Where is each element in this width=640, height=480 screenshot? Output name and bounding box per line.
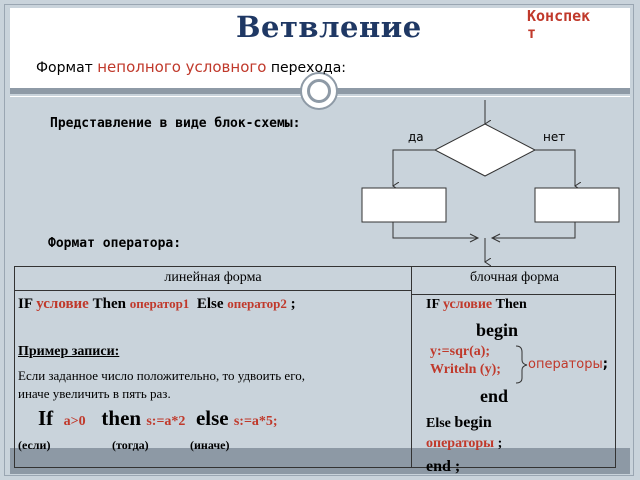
block-else-semicolon: ; — [497, 436, 503, 451]
example-label: Пример записи: — [18, 344, 120, 359]
kw-condition: условие — [36, 296, 89, 312]
ex-stmt1: s:=a*2 — [146, 414, 186, 429]
konspekt-label: Конспект — [527, 7, 591, 42]
table-column-divider — [411, 267, 412, 467]
block-end: end — [480, 386, 509, 406]
footer-band — [10, 448, 630, 474]
table-header-divider-left — [15, 290, 411, 291]
ex-if: If — [38, 406, 54, 430]
block-stmt1: y:=sqr(a); — [430, 344, 491, 359]
table-header-divider — [411, 294, 616, 295]
flowchart-yes-label: да — [408, 130, 424, 144]
block-final-semicolon: ; — [454, 458, 461, 475]
ex-else: else — [195, 406, 229, 430]
block-form-if-line: IF условие Then — [426, 297, 527, 313]
ex-stmt2: s:=a*5; — [233, 414, 278, 429]
block-else-begin: begin — [454, 414, 492, 431]
kw-operator2: оператор2 — [227, 296, 287, 311]
format-highlight: неполного условного — [97, 58, 267, 76]
ex-then: then — [101, 406, 142, 430]
format-suffix: перехода: — [266, 60, 346, 76]
syntax-table: линейная форма блочная форма — [14, 266, 616, 468]
linear-form-syntax: IF условие Then оператор1 Else оператор2… — [18, 296, 296, 313]
gloss-else: (иначе) — [190, 438, 230, 452]
block-stmt2: Writeln (y); — [430, 362, 501, 377]
format-prefix: Формат — [36, 60, 98, 76]
block-kw-if: IF — [426, 297, 440, 312]
operator-caption: Формат оператора: — [48, 236, 182, 251]
kw-operator1: оператор1 — [129, 296, 190, 311]
block-else-operators-line: операторы ; — [426, 436, 502, 452]
kw-semicolon: ; — [290, 296, 296, 312]
kw-then: Then — [92, 296, 126, 312]
kw-if: IF — [18, 296, 33, 312]
block-kw-then: Then — [495, 297, 527, 312]
slide-title: Ветвление — [236, 10, 422, 44]
block-else-line: Else begin — [426, 414, 492, 432]
decorative-circle-icon — [300, 72, 338, 110]
block-operators-semicolon: ; — [602, 357, 608, 372]
flowchart-no-label: нет — [543, 130, 566, 144]
block-kw-condition: условие — [442, 297, 493, 312]
slide-frame — [4, 4, 634, 476]
block-kw-else: Else — [426, 416, 451, 431]
block-operators-label: операторы; — [528, 357, 608, 372]
format-heading: Формат неполного условного перехода: — [36, 58, 346, 76]
example-description-line2: иначе увеличить в пять раз. — [18, 386, 171, 401]
kw-else: Else — [196, 296, 224, 312]
ex-condition: a>0 — [63, 414, 86, 429]
block-final-end: end — [426, 458, 451, 475]
flowchart-caption: Представление в виде блок-схемы: — [50, 116, 301, 131]
example-description-line1: Если заданное число положительно, то удв… — [18, 368, 305, 383]
block-else-operators: операторы — [426, 436, 495, 451]
gloss-then: (тогда) — [112, 438, 149, 452]
example-code: If a>0 then s:=a*2 else s:=a*5; — [38, 406, 278, 431]
block-final-end-line: end ; — [426, 458, 460, 476]
block-form-header: блочная форма — [470, 270, 559, 285]
block-operators-text: операторы — [528, 357, 603, 372]
linear-form-header: линейная форма — [164, 270, 262, 285]
decorative-ring-icon — [307, 79, 331, 103]
gloss-if: (если) — [18, 438, 51, 452]
block-begin: begin — [476, 320, 519, 340]
